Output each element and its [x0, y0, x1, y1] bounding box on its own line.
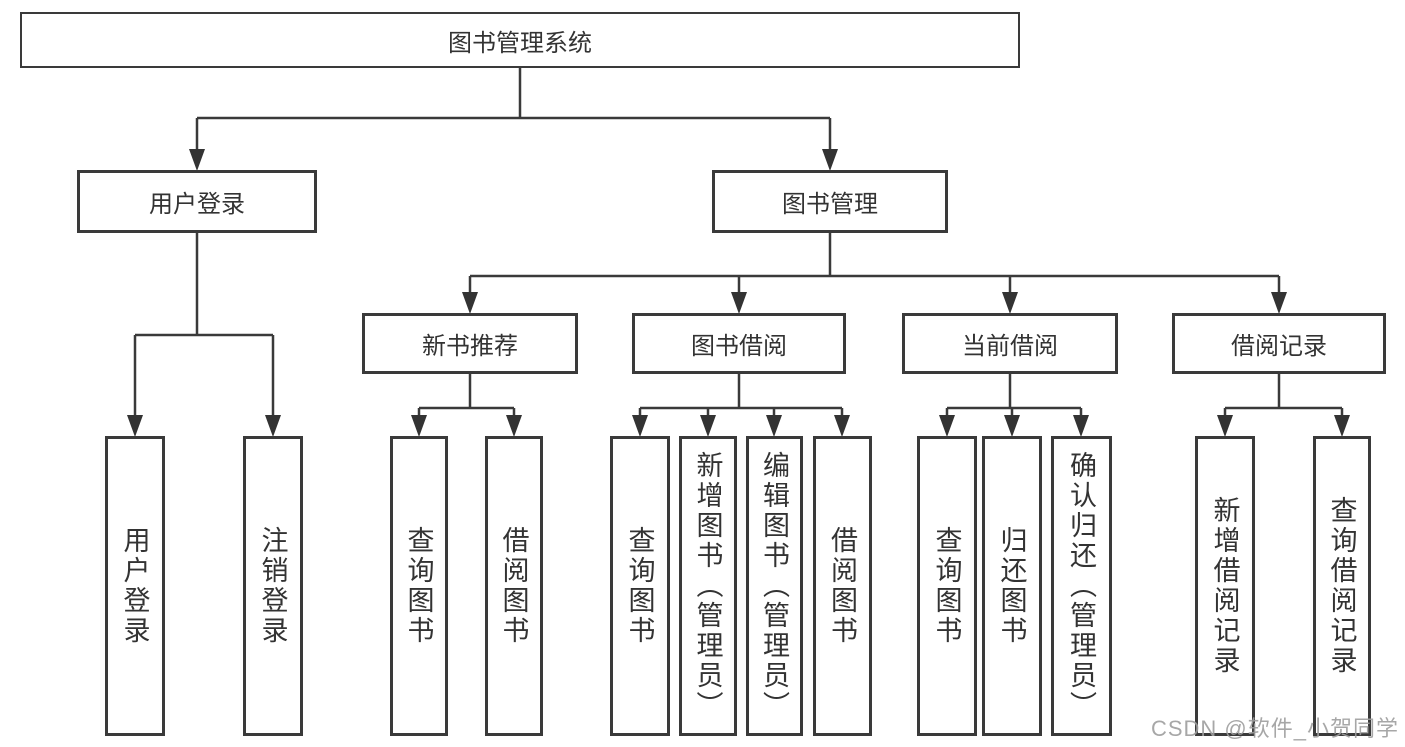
leaf-borrow-books-recommend: 借阅图书 [485, 436, 543, 736]
leaf-label: 查询图书 [403, 526, 434, 646]
leaf-user-login: 用户登录 [105, 436, 165, 736]
leaf-label: 查询图书 [931, 526, 962, 646]
node-book-borrowing: 图书借阅 [632, 313, 846, 374]
node-borrowing-records: 借阅记录 [1172, 313, 1386, 374]
node-current-borrowing: 当前借阅 [902, 313, 1118, 374]
leaf-query-borrow-record: 查询借阅记录 [1313, 436, 1371, 736]
leaf-query-books-borrowing: 查询图书 [610, 436, 670, 736]
node-user-login: 用户登录 [77, 170, 317, 233]
node-label: 借阅记录 [1231, 333, 1327, 360]
leaf-label: 归还图书 [996, 526, 1027, 646]
leaf-logout: 注销登录 [243, 436, 303, 736]
leaf-add-books-admin: 新增图书（管理员） [679, 436, 737, 736]
csdn-watermark: CSDN @软件_小贺同学 [1150, 716, 1399, 741]
leaf-query-books-recommend: 查询图书 [390, 436, 448, 736]
leaf-label: 注销登录 [257, 526, 288, 646]
leaf-label: 新增图书（管理员） [692, 451, 723, 721]
leaf-label: 新增借阅记录 [1209, 496, 1240, 676]
leaf-label: 借阅图书 [827, 526, 857, 646]
node-label: 图书管理系统 [448, 29, 592, 57]
node-book-management-system: 图书管理系统 [20, 12, 1020, 68]
tree-connector-path [133, 68, 1344, 420]
node-new-book-recommendation: 新书推荐 [362, 313, 578, 374]
leaf-query-books-current: 查询图书 [917, 436, 977, 736]
leaf-confirm-return-admin: 确认归还（管理员） [1051, 436, 1112, 736]
leaf-label: 用户登录 [119, 526, 150, 646]
node-label: 当前借阅 [962, 333, 1058, 360]
node-label: 用户登录 [149, 191, 245, 218]
leaf-label: 借阅图书 [498, 526, 529, 646]
leaf-label: 编辑图书（管理员） [759, 451, 789, 721]
leaf-label: 确认归还（管理员） [1066, 451, 1096, 721]
leaf-edit-books-admin: 编辑图书（管理员） [746, 436, 803, 736]
leaf-borrow-books-borrowing: 借阅图书 [813, 436, 872, 736]
node-book-management: 图书管理 [712, 170, 948, 233]
node-label: 图书管理 [782, 191, 878, 218]
leaf-add-borrow-record: 新增借阅记录 [1195, 436, 1255, 736]
leaf-return-books: 归还图书 [982, 436, 1042, 736]
leaf-label: 查询图书 [624, 526, 655, 646]
leaf-label: 查询借阅记录 [1326, 496, 1357, 676]
arrowhead-triangles [127, 149, 1350, 437]
node-label: 图书借阅 [691, 333, 787, 360]
node-label: 新书推荐 [422, 333, 518, 360]
